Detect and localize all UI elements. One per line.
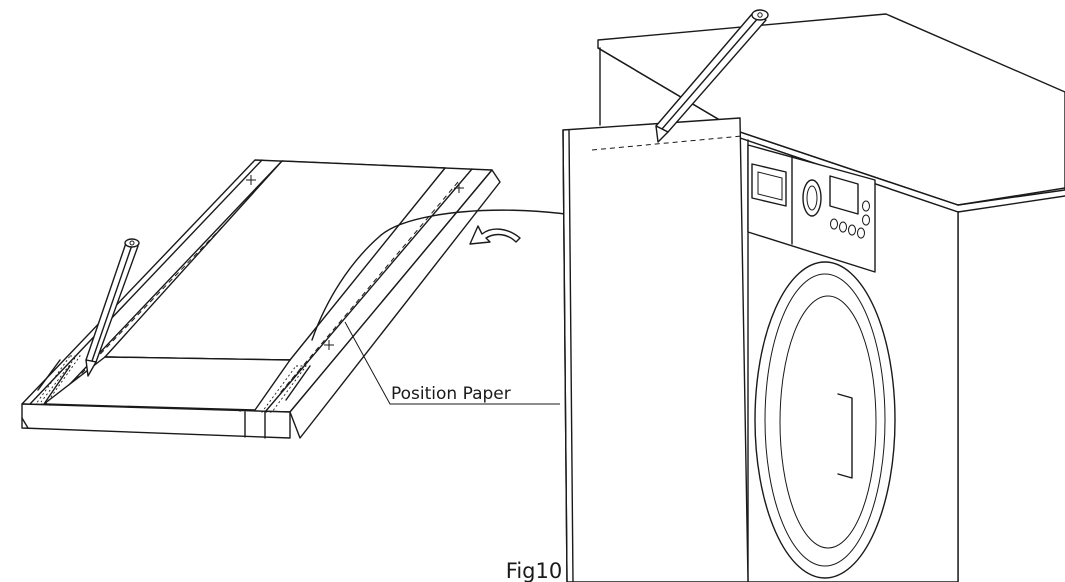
porthole-door — [754, 261, 896, 579]
screw-hole-rows — [35, 355, 311, 413]
pencil-icon — [85, 238, 140, 377]
curved-arrow-icon — [469, 225, 521, 245]
position-paper-label: Position Paper — [391, 384, 511, 404]
alignment-marks — [246, 175, 464, 350]
display-screen — [829, 175, 859, 215]
figure-caption: Fig10 — [506, 559, 562, 582]
label-leader — [344, 321, 560, 405]
program-dial — [802, 179, 822, 217]
detergent-drawer — [751, 163, 787, 207]
position-paper-sheet — [43, 160, 446, 411]
washing-machine — [739, 137, 959, 582]
cross-mark — [454, 183, 464, 193]
cross-mark — [246, 175, 256, 185]
cross-mark — [324, 340, 334, 350]
cabinet-door-panel — [562, 117, 749, 582]
control-buttons — [830, 200, 870, 239]
pencil-icon — [655, 9, 769, 143]
